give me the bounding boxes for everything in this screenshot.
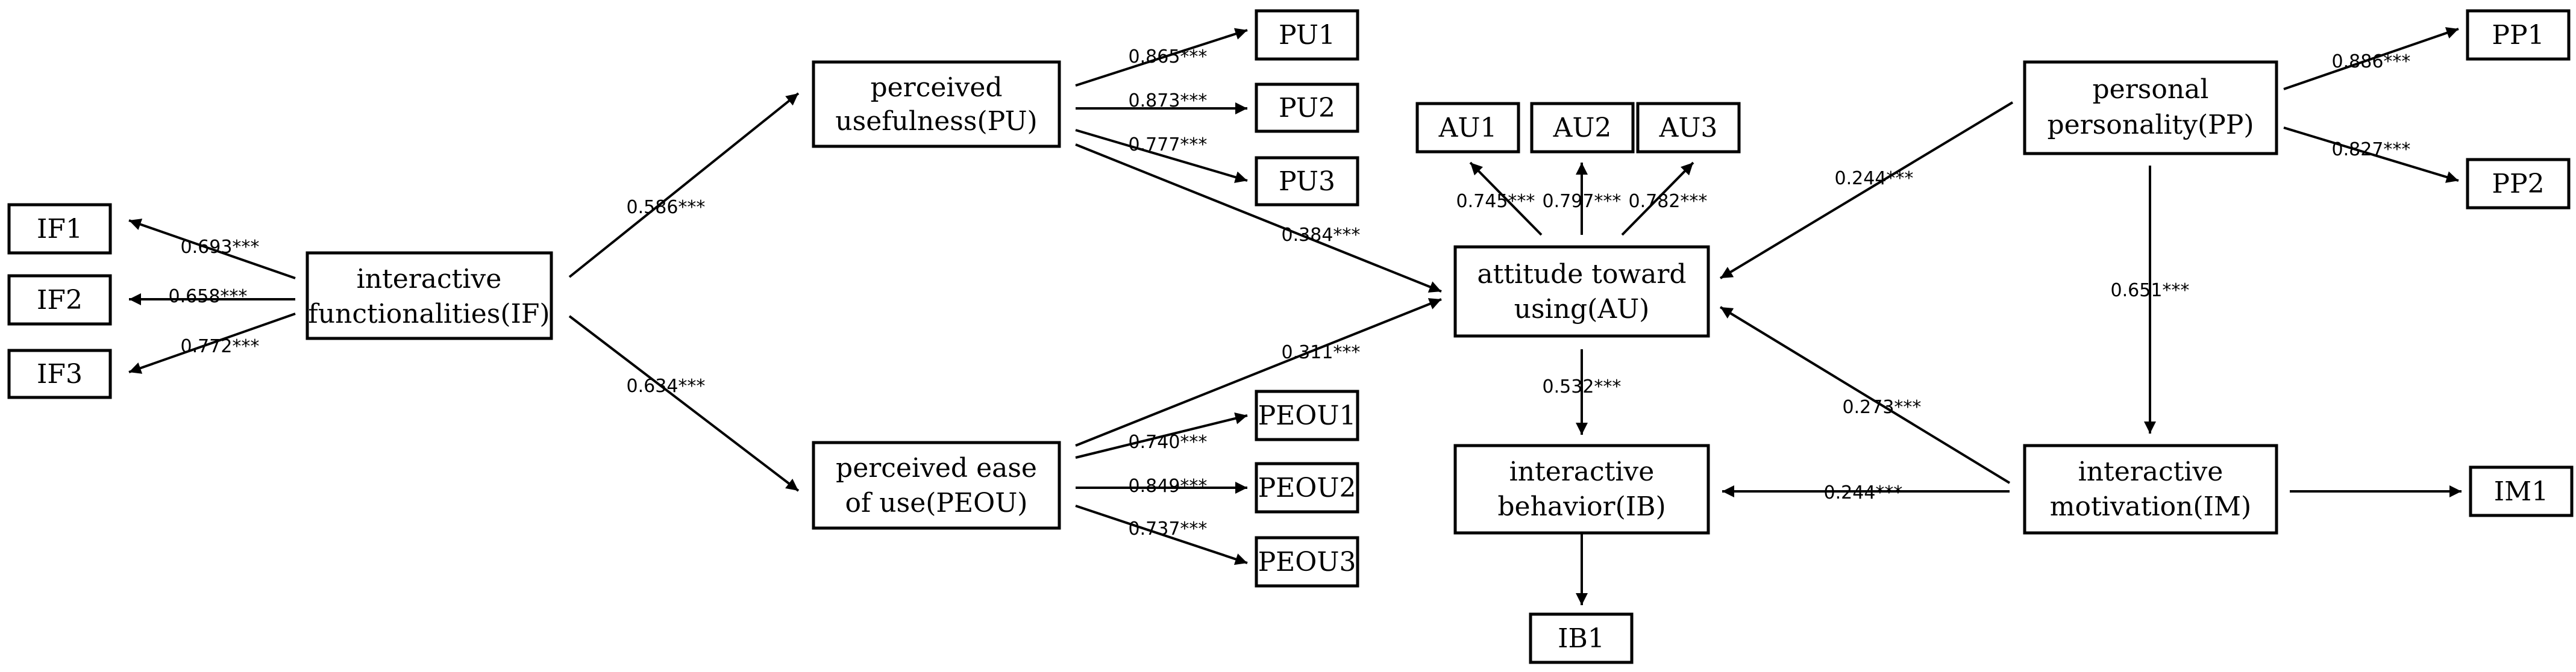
coef-au-au1: 0.745*** <box>1456 191 1535 212</box>
node-if-line2: functionalities(IF) <box>308 299 550 329</box>
coef-if-if3: 0.772*** <box>181 336 260 357</box>
node-au-line2: using(AU) <box>1514 294 1650 325</box>
indicator-au1: AU1 <box>1415 102 1520 154</box>
node-im-line2: motivation(IM) <box>2050 491 2251 522</box>
edges <box>128 27 2462 605</box>
indicator-ib1: IB1 <box>1529 612 1634 664</box>
edge-pp-pp1 <box>2283 27 2459 90</box>
node-ib-line1: interactive <box>1509 456 1655 487</box>
coef-peou-peou1: 0.740*** <box>1129 432 1208 453</box>
edge-au-au1 <box>1469 161 1543 236</box>
indicator-pu3-label: PU3 <box>1279 166 1335 197</box>
coef-im-au: 0.273*** <box>1843 397 1922 418</box>
coef-if-peou: 0.634*** <box>627 376 706 397</box>
indicator-if1-label: IF1 <box>37 214 83 244</box>
indicator-if2-label: IF2 <box>37 285 83 316</box>
indicator-im1-label: IM1 <box>2494 476 2548 507</box>
node-ib: interactive behavior(IB) <box>1453 444 1710 535</box>
edge-if-peou <box>568 315 800 492</box>
indicator-pu2-label: PU2 <box>1279 93 1335 123</box>
node-im: interactive motivation(IM) <box>2023 444 2278 535</box>
coef-au-au2: 0.797*** <box>1543 191 1622 212</box>
edge-peou-peou3 <box>1075 505 1248 565</box>
coef-pp-im: 0.651*** <box>2111 280 2190 301</box>
indicator-au3-label: AU3 <box>1659 113 1718 143</box>
coef-if-if1: 0.693*** <box>181 237 260 258</box>
edge-pu-au <box>1075 143 1442 293</box>
indicator-au1-label: AU1 <box>1438 113 1497 143</box>
indicator-au2-label: AU2 <box>1553 113 1612 143</box>
coef-if-if2: 0.658*** <box>169 286 248 307</box>
edge-pu-pu1 <box>1075 28 1248 87</box>
edge-peou-peou1 <box>1075 412 1248 459</box>
indicator-pp1-label: PP1 <box>2492 20 2544 51</box>
indicator-if1: IF1 <box>7 203 112 255</box>
node-peou-line2: of use(PEOU) <box>845 488 1028 518</box>
node-if-line1: interactive <box>357 264 502 294</box>
indicator-pu1: PU1 <box>1255 9 1359 61</box>
edge-peou-au <box>1075 298 1442 447</box>
indicator-au3: AU3 <box>1636 102 1741 154</box>
node-pu: perceived usefulness(PU) <box>812 60 1061 148</box>
indicator-peou1-label: PEOU1 <box>1258 400 1356 431</box>
indicator-pu2: PU2 <box>1255 82 1359 133</box>
indicator-peou1: PEOU1 <box>1255 390 1359 441</box>
coef-peou-au: 0.311*** <box>1282 342 1361 363</box>
indicator-pu3: PU3 <box>1255 156 1359 207</box>
node-pu-line1: perceived <box>870 72 1002 103</box>
node-if: interactive functionalities(IF) <box>306 251 553 340</box>
coef-pp-pp2: 0.827*** <box>2332 139 2411 160</box>
coef-pu-pu1: 0.865*** <box>1129 46 1208 67</box>
edge-if-if3 <box>128 313 296 374</box>
edge-pu-pu3 <box>1075 129 1248 183</box>
indicator-peou2-label: PEOU2 <box>1258 473 1356 503</box>
coef-pu-au: 0.384*** <box>1282 225 1361 246</box>
indicator-pp2: PP2 <box>2466 158 2571 210</box>
coefficient-labels: 0.693*** 0.658*** 0.772*** 0.586*** 0.63… <box>169 46 2411 540</box>
edge-if-if1 <box>128 219 296 279</box>
indicator-if2: IF2 <box>7 274 112 326</box>
node-im-line1: interactive <box>2078 456 2223 487</box>
edge-pp-pp2 <box>2283 126 2459 183</box>
node-pu-line2: usefulness(PU) <box>835 106 1037 137</box>
coef-peou-peou2: 0.849*** <box>1129 476 1208 497</box>
node-peou-line1: perceived ease <box>836 453 1037 484</box>
indicator-im1: IM1 <box>2469 465 2574 517</box>
coef-pu-pu2: 0.873*** <box>1129 90 1208 111</box>
coef-au-au3: 0.782*** <box>1629 191 1708 212</box>
node-au: attitude toward using(AU) <box>1453 245 1710 338</box>
indicator-pp1: PP1 <box>2466 9 2571 61</box>
coef-im-ib: 0.244*** <box>1824 482 1903 503</box>
indicator-peou3: PEOU3 <box>1255 536 1359 588</box>
edge-im-au <box>1719 306 2011 484</box>
latent-constructs: interactive functionalities(IF) perceive… <box>306 60 2278 535</box>
indicator-if3-label: IF3 <box>37 359 83 390</box>
coef-pp-pp1: 0.886*** <box>2332 51 2411 72</box>
edge-if-pu <box>568 92 800 278</box>
node-peou: perceived ease of use(PEOU) <box>812 441 1061 530</box>
coef-pp-au: 0.244*** <box>1835 168 1914 189</box>
indicator-peou2: PEOU2 <box>1255 462 1359 514</box>
coef-pu-pu3: 0.777*** <box>1129 134 1208 155</box>
indicators: IF1 IF2 IF3 PU1 PU2 PU3 PEOU1 PEOU2 <box>7 9 2574 664</box>
coef-au-ib: 0.532*** <box>1543 376 1622 397</box>
indicator-pp2-label: PP2 <box>2492 169 2544 199</box>
edge-au-au3 <box>1621 161 1694 236</box>
indicator-peou3-label: PEOU3 <box>1258 547 1356 577</box>
indicator-ib1-label: IB1 <box>1558 623 1605 654</box>
coef-if-pu: 0.586*** <box>627 197 706 218</box>
indicator-pu1-label: PU1 <box>1279 20 1335 51</box>
node-pp-line2: personality(PP) <box>2047 110 2254 140</box>
coef-peou-peou3: 0.737*** <box>1129 518 1208 540</box>
node-ib-line2: behavior(IB) <box>1497 491 1666 522</box>
indicator-if3: IF3 <box>7 349 112 399</box>
edge-pp-au <box>1719 101 2014 279</box>
node-pp: personal personality(PP) <box>2023 60 2278 155</box>
indicator-au2: AU2 <box>1530 102 1635 154</box>
node-pp-line1: personal <box>2093 74 2209 105</box>
node-au-line1: attitude toward <box>1477 259 1686 290</box>
